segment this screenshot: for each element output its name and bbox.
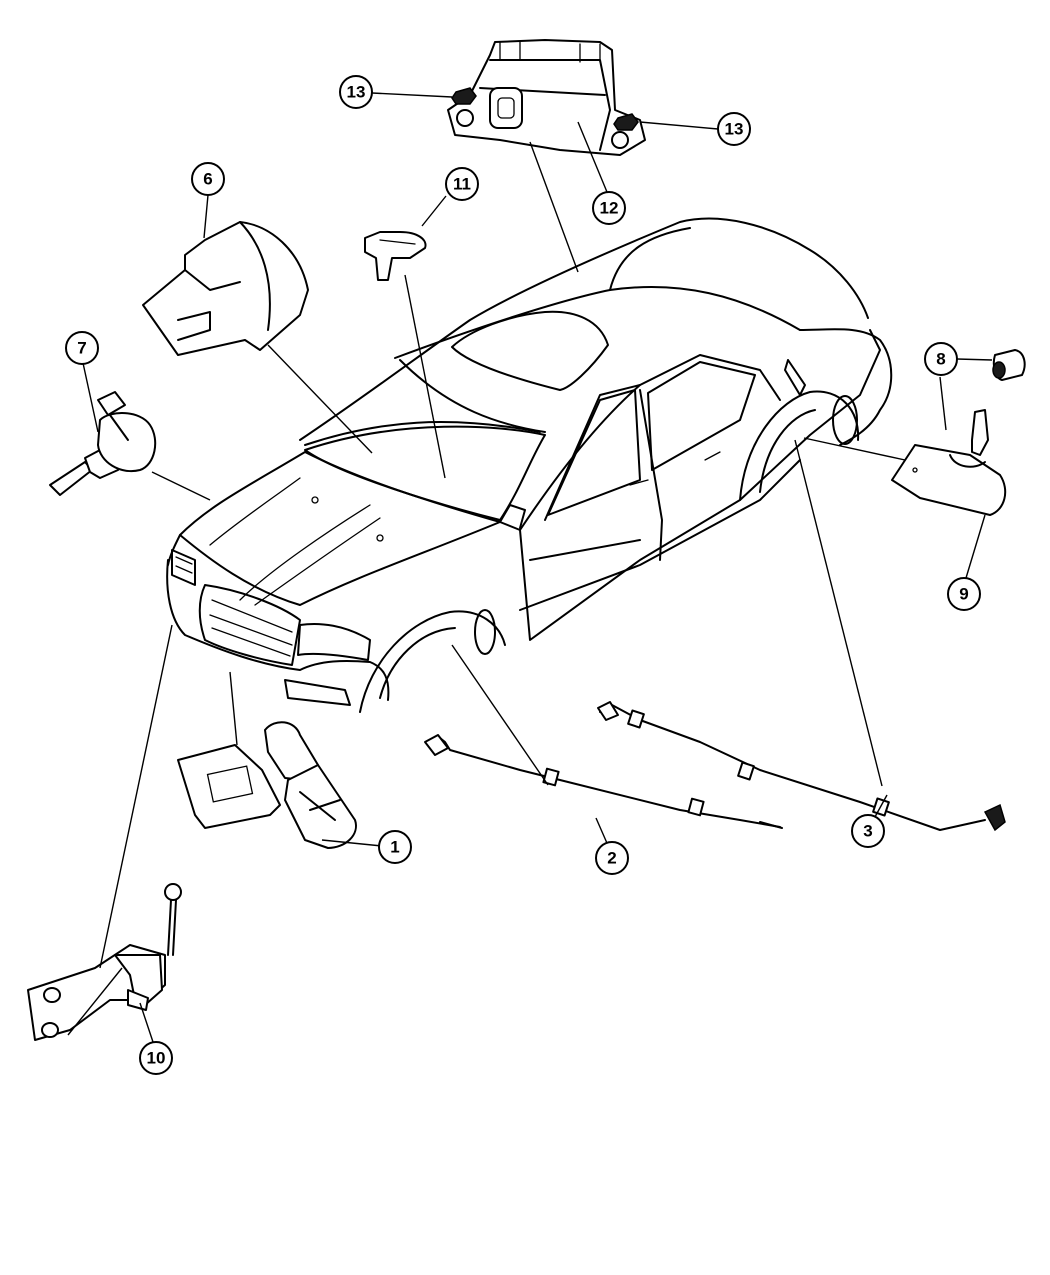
callout-9-label: 9 — [959, 585, 968, 604]
callout-13-left: 13 — [339, 75, 373, 109]
sensor-part-7 — [49, 391, 157, 496]
wheel-speed-sensor-part-3 — [597, 701, 1006, 832]
callout-2: 2 — [595, 841, 629, 875]
nut-part-left — [451, 87, 477, 105]
callout-13-right-label: 13 — [725, 120, 744, 139]
sensor-part-11 — [364, 231, 427, 281]
callout-10: 10 — [139, 1041, 173, 1075]
callout-13-right: 13 — [717, 112, 751, 146]
callout-3: 3 — [851, 814, 885, 848]
callout-10-label: 10 — [147, 1049, 166, 1068]
level-sensor-part-10 — [27, 883, 182, 1041]
callout-2-label: 2 — [607, 849, 616, 868]
tpms-sensor-part-9 — [891, 409, 1007, 516]
callout-11-label: 11 — [453, 175, 471, 194]
callout-6: 6 — [191, 162, 225, 196]
callout-8: 8 — [924, 342, 958, 376]
callout-1: 1 — [378, 830, 412, 864]
callout-3-label: 3 — [863, 822, 872, 841]
callout-12-label: 12 — [600, 199, 619, 218]
callout-13-left-label: 13 — [347, 83, 366, 102]
module-part-6 — [142, 221, 309, 356]
callout-9: 9 — [947, 577, 981, 611]
car-body — [166, 217, 893, 713]
callout-6-label: 6 — [203, 170, 212, 189]
nut-part-right — [613, 113, 639, 131]
leader-lines — [67, 92, 993, 1043]
control-module-part — [447, 39, 646, 156]
callout-8-label: 8 — [936, 350, 945, 369]
sensor-part-1 — [177, 721, 357, 849]
valve-cap-part-8 — [992, 349, 1026, 381]
callout-7: 7 — [65, 331, 99, 365]
callout-1-label: 1 — [390, 838, 399, 857]
wheel-speed-sensor-part-2 — [424, 734, 783, 829]
callout-11: 11 — [445, 167, 479, 201]
callout-12: 12 — [592, 191, 626, 225]
callout-7-label: 7 — [77, 339, 86, 358]
